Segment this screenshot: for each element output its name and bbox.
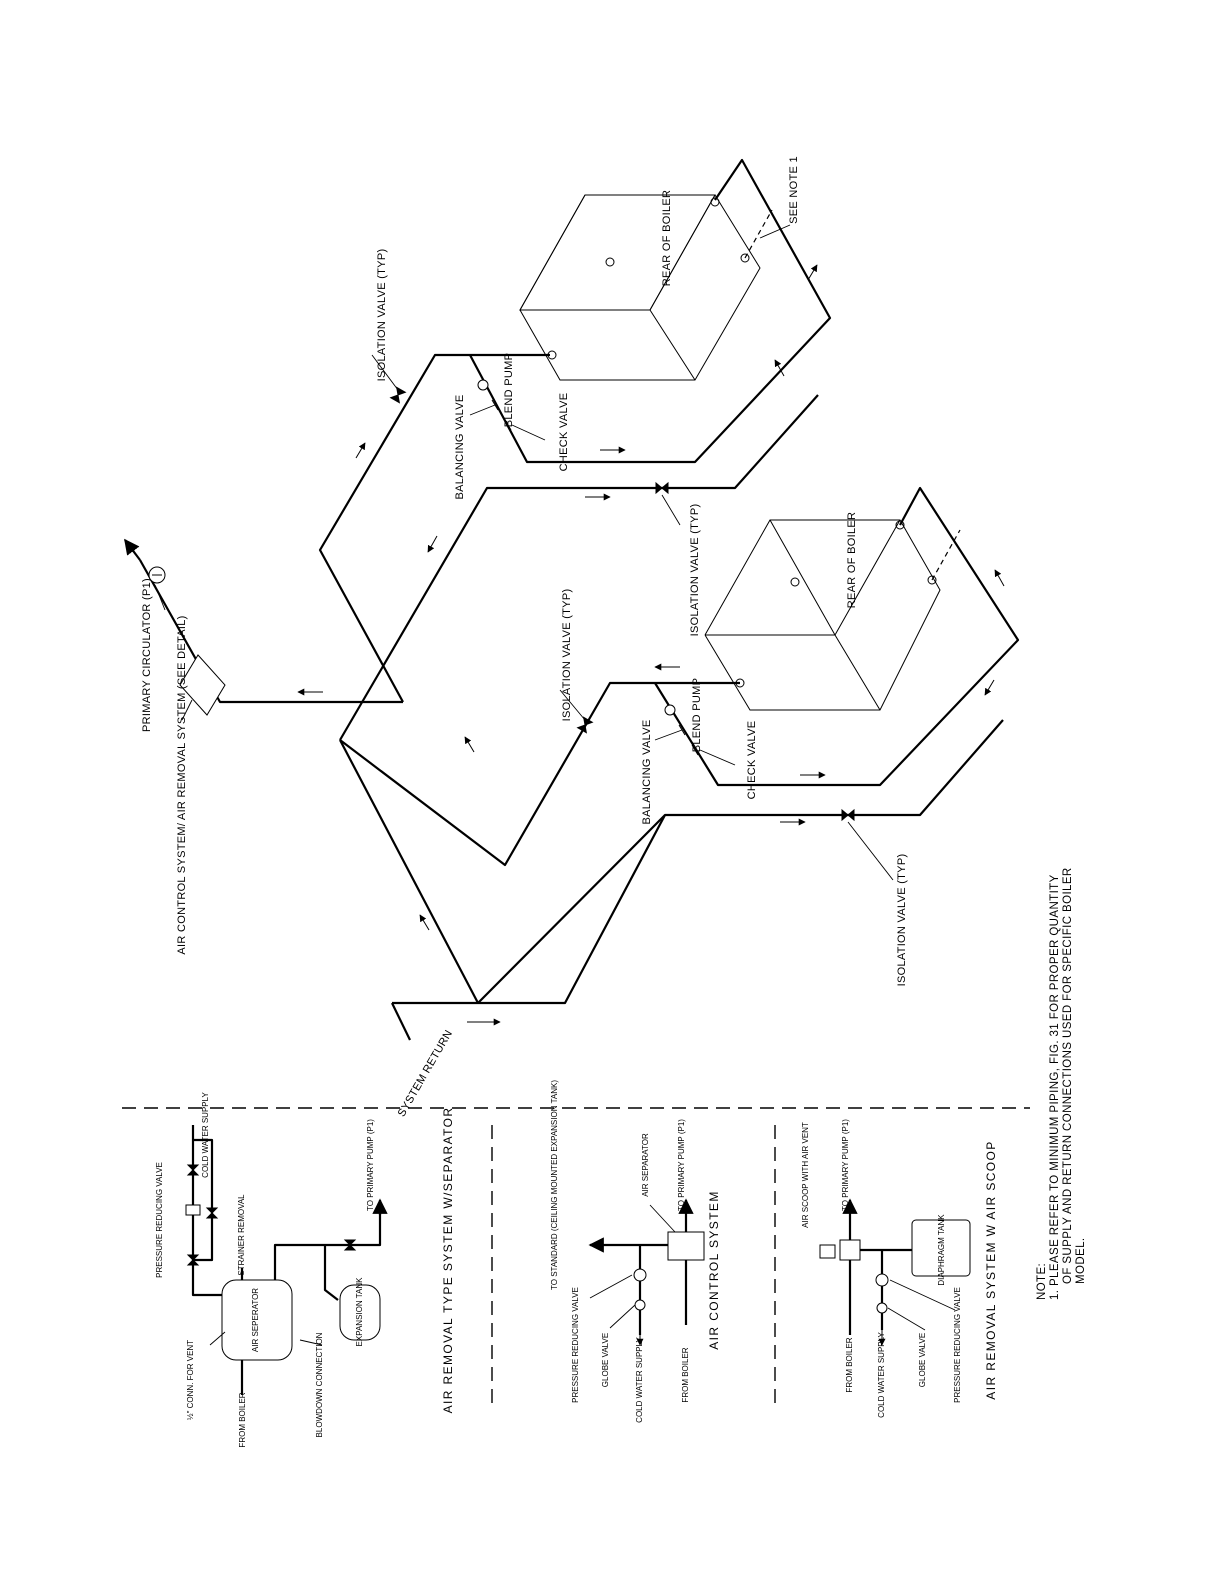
- note-line-1: 1. PLEASE REFER TO MINIMUM PIPING, FIG. …: [1049, 874, 1061, 1300]
- upper-boiler-supply-pipe: [318, 353, 550, 703]
- isolation-valve-label-2: ISOLATION VALVE (TYP): [689, 504, 701, 637]
- supply-header-pipe: [139, 559, 403, 704]
- air-separator-tank: [221, 1279, 293, 1361]
- main-labels: ISOLATION VALVE (TYP) ISOLATION VALVE (T…: [141, 249, 908, 1119]
- main-piping: [124, 158, 1020, 1041]
- system-return-lower-pipe: [339, 739, 479, 1004]
- detail-scoop: AIR SCOOP WITH AIR VENT TO PRIMARY PUMP …: [801, 1119, 998, 1418]
- lower-boiler-supply-pipe: [339, 681, 740, 867]
- cws-label: COLD WATER SUPPLY: [201, 1092, 210, 1178]
- cws-label-3: COLD WATER SUPPLY: [877, 1332, 886, 1418]
- prv-label-3: PRESSURE REDUCING VALVE: [953, 1287, 962, 1403]
- note-block: NOTE: 1. PLEASE REFER TO MINIMUM PIPING,…: [1036, 867, 1087, 1300]
- exp-tank-label: EXPANSION TANK: [355, 1277, 364, 1347]
- blowdown-label: BLOWDOWN CONNECTION: [315, 1332, 324, 1437]
- diaphragm-tank: [911, 1219, 971, 1277]
- valve-icon: [186, 1164, 200, 1176]
- see-note-dashed-lower: [931, 529, 961, 581]
- vent-label: ½" CONN. FOR VENT: [186, 1340, 195, 1420]
- primary-circulator-label: PRIMARY CIRCULATOR (P1): [141, 578, 153, 732]
- expansion-tank: [339, 1284, 381, 1341]
- to-pump-label-2: TO PRIMARY PUMP (P1): [677, 1119, 686, 1211]
- lower-blend-pump-label: BLEND PUMP: [691, 678, 703, 753]
- lower-balancing-valve-label: BALANCING VALVE: [641, 720, 653, 825]
- to-pump-label: TO PRIMARY PUMP (P1): [366, 1119, 375, 1211]
- note-heading: NOTE:: [1036, 1263, 1048, 1300]
- to-standard-label: TO STANDARD (CEILING MOUNTED EXPANSION T…: [550, 1080, 559, 1290]
- to-pump-label-3: TO PRIMARY PUMP (P1): [841, 1119, 850, 1211]
- diaphragm-label: DIAPHRAGM TANK: [937, 1214, 946, 1286]
- valve-icon: [186, 1254, 200, 1266]
- prv-label: PRESSURE REDUCING VALVE: [155, 1162, 164, 1278]
- globe-label: GLOBE VALVE: [601, 1333, 610, 1387]
- system-return-label: SYSTEM RETURN: [396, 1028, 455, 1119]
- prv-label-2: PRESSURE REDUCING VALVE: [571, 1287, 580, 1403]
- strainer-label: STRAINER REMOVAL: [237, 1194, 246, 1276]
- lower-boiler: REAR OF BOILER: [704, 512, 941, 711]
- globe-label-3: GLOBE VALVE: [918, 1333, 927, 1387]
- isolation-valve-label-1: ISOLATION VALVE (TYP): [376, 249, 388, 382]
- air-control-block: [179, 654, 226, 716]
- lower-blend-pump-icon: [664, 704, 676, 716]
- upper-blend-pump-label: BLEND PUMP: [503, 353, 515, 428]
- isolation-valve-icon: [389, 386, 407, 404]
- lower-blend-branch: [654, 486, 1020, 787]
- separator-label: AIR SEPERATOR: [251, 1288, 260, 1352]
- see-note-label: SEE NOTE 1: [788, 156, 800, 224]
- air-sep-label: AIR SEPARATOR: [641, 1133, 650, 1197]
- upper-blend-branch: [469, 158, 832, 464]
- see-note-dashed: [744, 209, 773, 259]
- air-scoop-label: AIR SCOOP WITH AIR VENT: [801, 1122, 810, 1228]
- upper-blend-pump-icon: [477, 379, 489, 391]
- control-title: AIR CONTROL SYSTEM: [707, 1190, 721, 1349]
- cws-label-2: COLD WATER SUPPLY: [635, 1337, 644, 1423]
- lower-boiler-label: REAR OF BOILER: [846, 512, 858, 609]
- system-return-inlet: [391, 1002, 411, 1041]
- from-boiler-label: FROM BOILER: [238, 1392, 247, 1447]
- valve-icon: [343, 1239, 357, 1251]
- isolation-valve-icon: [655, 481, 669, 495]
- lower-check-valve-label: CHECK VALVE: [746, 721, 758, 800]
- supply-outlet-pipe: [124, 538, 141, 561]
- isolation-valve-icon: [576, 716, 594, 734]
- isolation-valve-label-4: ISOLATION VALVE (TYP): [896, 854, 908, 987]
- upper-boiler-label: REAR OF BOILER: [661, 190, 673, 287]
- detail-control: TO STANDARD (CEILING MOUNTED EXPANSION T…: [550, 1080, 721, 1423]
- note-line-2: OF SUPPLY AND RETURN CONNECTIONS USED FO…: [1062, 867, 1074, 1284]
- flow-arrows: [297, 264, 1005, 1026]
- upper-return-pipe: [339, 394, 819, 741]
- isolation-valve-icon: [841, 808, 855, 822]
- air-control-label: AIR CONTROL SYSTEM/ AIR REMOVAL SYSTEM (…: [176, 615, 188, 954]
- from-boiler-label-2: FROM BOILER: [681, 1347, 690, 1402]
- upper-balancing-valve-label: BALANCING VALVE: [454, 395, 466, 500]
- valve-icon: [205, 1207, 219, 1219]
- detail-separator: PRESSURE REDUCING VALVE COLD WATER SUPPL…: [155, 1092, 455, 1448]
- system-return-pipe: [392, 814, 666, 1005]
- note-line-3: MODEL.: [1075, 1238, 1087, 1285]
- scoop-title: AIR REMOVAL SYSTEM W AIR SCOOP: [984, 1140, 998, 1399]
- air-scoop-icon: [839, 1239, 861, 1261]
- upper-boiler: REAR OF BOILER: [519, 190, 761, 381]
- lower-return-pipe: [477, 719, 1004, 1004]
- upper-check-valve-label: CHECK VALVE: [558, 393, 570, 472]
- air-separator-icon: [667, 1231, 705, 1261]
- valves: [148, 379, 855, 822]
- separator-title: AIR REMOVAL TYPE SYSTEM W/SEPARATOR: [441, 1107, 455, 1414]
- from-boiler-label-3: FROM BOILER: [845, 1337, 854, 1392]
- isolation-valve-label-3: ISOLATION VALVE (TYP): [561, 589, 573, 722]
